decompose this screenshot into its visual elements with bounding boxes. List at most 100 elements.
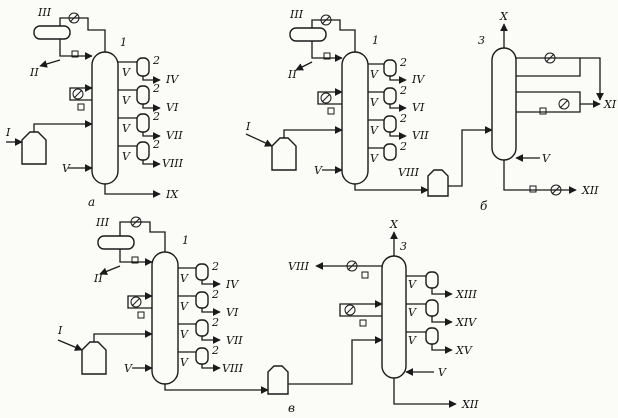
condenser-a <box>68 12 80 24</box>
svg-text:2: 2 <box>399 112 407 125</box>
column-1-v <box>151 251 179 385</box>
label-X-b: X <box>499 10 509 23</box>
label-IV-b: IV <box>411 73 425 86</box>
label-IV-v: IV <box>225 278 239 291</box>
svg-text:V: V <box>122 122 131 135</box>
label-V-v: V <box>124 362 133 375</box>
label-VI-b: VI <box>412 101 425 114</box>
label-XIII-v: XIII <box>455 288 478 301</box>
svg-text:V: V <box>370 68 379 81</box>
reflux-line-a <box>59 39 93 60</box>
stripper-a-3-number: 2 <box>152 110 160 123</box>
label-V-a: V <box>62 162 71 175</box>
label-XIV-v: XIV <box>455 316 477 329</box>
label-II-v: II <box>93 272 103 285</box>
label-VII-a: VII <box>166 129 183 142</box>
svg-text:V: V <box>180 300 189 313</box>
label-VIII-v: VIII <box>222 362 244 375</box>
strippers-v-col3: XIII XIV XV V V V <box>406 271 478 357</box>
column-1-a-number: 1 <box>120 36 127 49</box>
svg-text:V: V <box>408 334 417 347</box>
scheme-v: 1 III II 2 2 2 2 IV VI VII <box>57 216 479 415</box>
column-1-b-number: 1 <box>372 34 379 47</box>
cooler-a <box>72 88 84 100</box>
label-V-v-2: V <box>438 366 447 379</box>
label-I-a: I <box>5 126 11 139</box>
svg-text:V: V <box>408 306 417 319</box>
label-V-b-2: V <box>542 152 551 165</box>
reflux-drum-b <box>289 27 327 42</box>
gas-line-a <box>39 59 61 68</box>
column-3-b <box>491 47 517 161</box>
reflux-drum-v <box>97 235 135 250</box>
svg-text:2: 2 <box>211 316 219 329</box>
stripper-a-1-number: 2 <box>152 54 160 67</box>
label-XII-v: XII <box>461 398 479 411</box>
scheme-b: 1 III II 2 2 2 2 IV VI VII <box>245 8 617 213</box>
column-1-a <box>91 51 119 185</box>
stripper-a-3 <box>136 113 150 133</box>
pump-a-1 <box>71 50 79 58</box>
stripper-a-2-number: 2 <box>152 82 160 95</box>
svg-text:V: V <box>122 94 131 107</box>
column-3-v-number: 3 <box>400 240 407 253</box>
caption-a: а <box>88 195 95 209</box>
svg-text:V: V <box>370 152 379 165</box>
label-III-a: III <box>37 6 52 19</box>
furnace-a <box>21 131 47 165</box>
label-VII-b: VII <box>412 129 429 142</box>
column-3-b-number: 3 <box>478 34 485 47</box>
strippers-b: 2 2 2 2 IV VI VII V V V V <box>368 56 429 165</box>
label-XII-b: XII <box>581 184 599 197</box>
svg-text:V: V <box>370 96 379 109</box>
svg-text:2: 2 <box>211 260 219 273</box>
label-II-a: II <box>29 66 39 79</box>
pump-a-2 <box>77 103 85 111</box>
stripper-a-4-number: 2 <box>152 138 160 151</box>
column-3-v <box>381 255 407 379</box>
reflux-drum-a <box>33 25 71 40</box>
label-VI-v: VI <box>226 306 239 319</box>
strippers-v: 2 2 2 2 IV VI VII VIII V V V V <box>178 260 244 375</box>
scheme-a: 1 III II 2 2 2 2 <box>5 6 184 209</box>
label-VIII-a: VIII <box>162 157 184 170</box>
label-XI-b: XI <box>603 98 617 111</box>
furnace-v-2 <box>267 365 289 395</box>
svg-text:2: 2 <box>211 344 219 357</box>
label-V-b: V <box>314 164 323 177</box>
column-1-v-number: 1 <box>182 234 189 247</box>
overhead-line-a <box>59 17 106 52</box>
label-III-b: III <box>289 8 304 21</box>
stripper-a-4 <box>136 141 150 161</box>
svg-text:V: V <box>370 124 379 137</box>
label-VIII-b: VIII <box>398 166 420 179</box>
stripper-a-2 <box>136 85 150 105</box>
svg-text:V: V <box>122 66 131 79</box>
label-IV-a: IV <box>165 73 179 86</box>
furnace-v <box>81 341 107 375</box>
svg-text:2: 2 <box>399 140 407 153</box>
caption-b: б <box>480 199 488 213</box>
svg-text:V: V <box>180 356 189 369</box>
label-XV-v: XV <box>455 344 473 357</box>
label-X-v: X <box>389 218 399 231</box>
furnace-b-2 <box>427 169 449 197</box>
svg-text:V: V <box>122 150 131 163</box>
stripper-a-1 <box>136 57 150 77</box>
label-IX-a: IX <box>165 188 179 201</box>
column-1-b <box>341 51 369 185</box>
label-I-v: I <box>57 324 63 337</box>
strippers-a: 2 2 2 2 IV VI VII VIII V V V V <box>118 54 184 170</box>
label-I-b: I <box>245 120 251 133</box>
pumparound-a <box>69 84 93 101</box>
svg-text:V: V <box>180 272 189 285</box>
svg-text:2: 2 <box>399 56 407 69</box>
condenser-b <box>320 14 332 26</box>
furnace-b <box>271 137 297 171</box>
label-III-v: III <box>95 216 110 229</box>
caption-v: в <box>288 401 295 415</box>
label-VIII-v-2: VIII <box>288 260 310 273</box>
label-VII-v: VII <box>226 334 243 347</box>
